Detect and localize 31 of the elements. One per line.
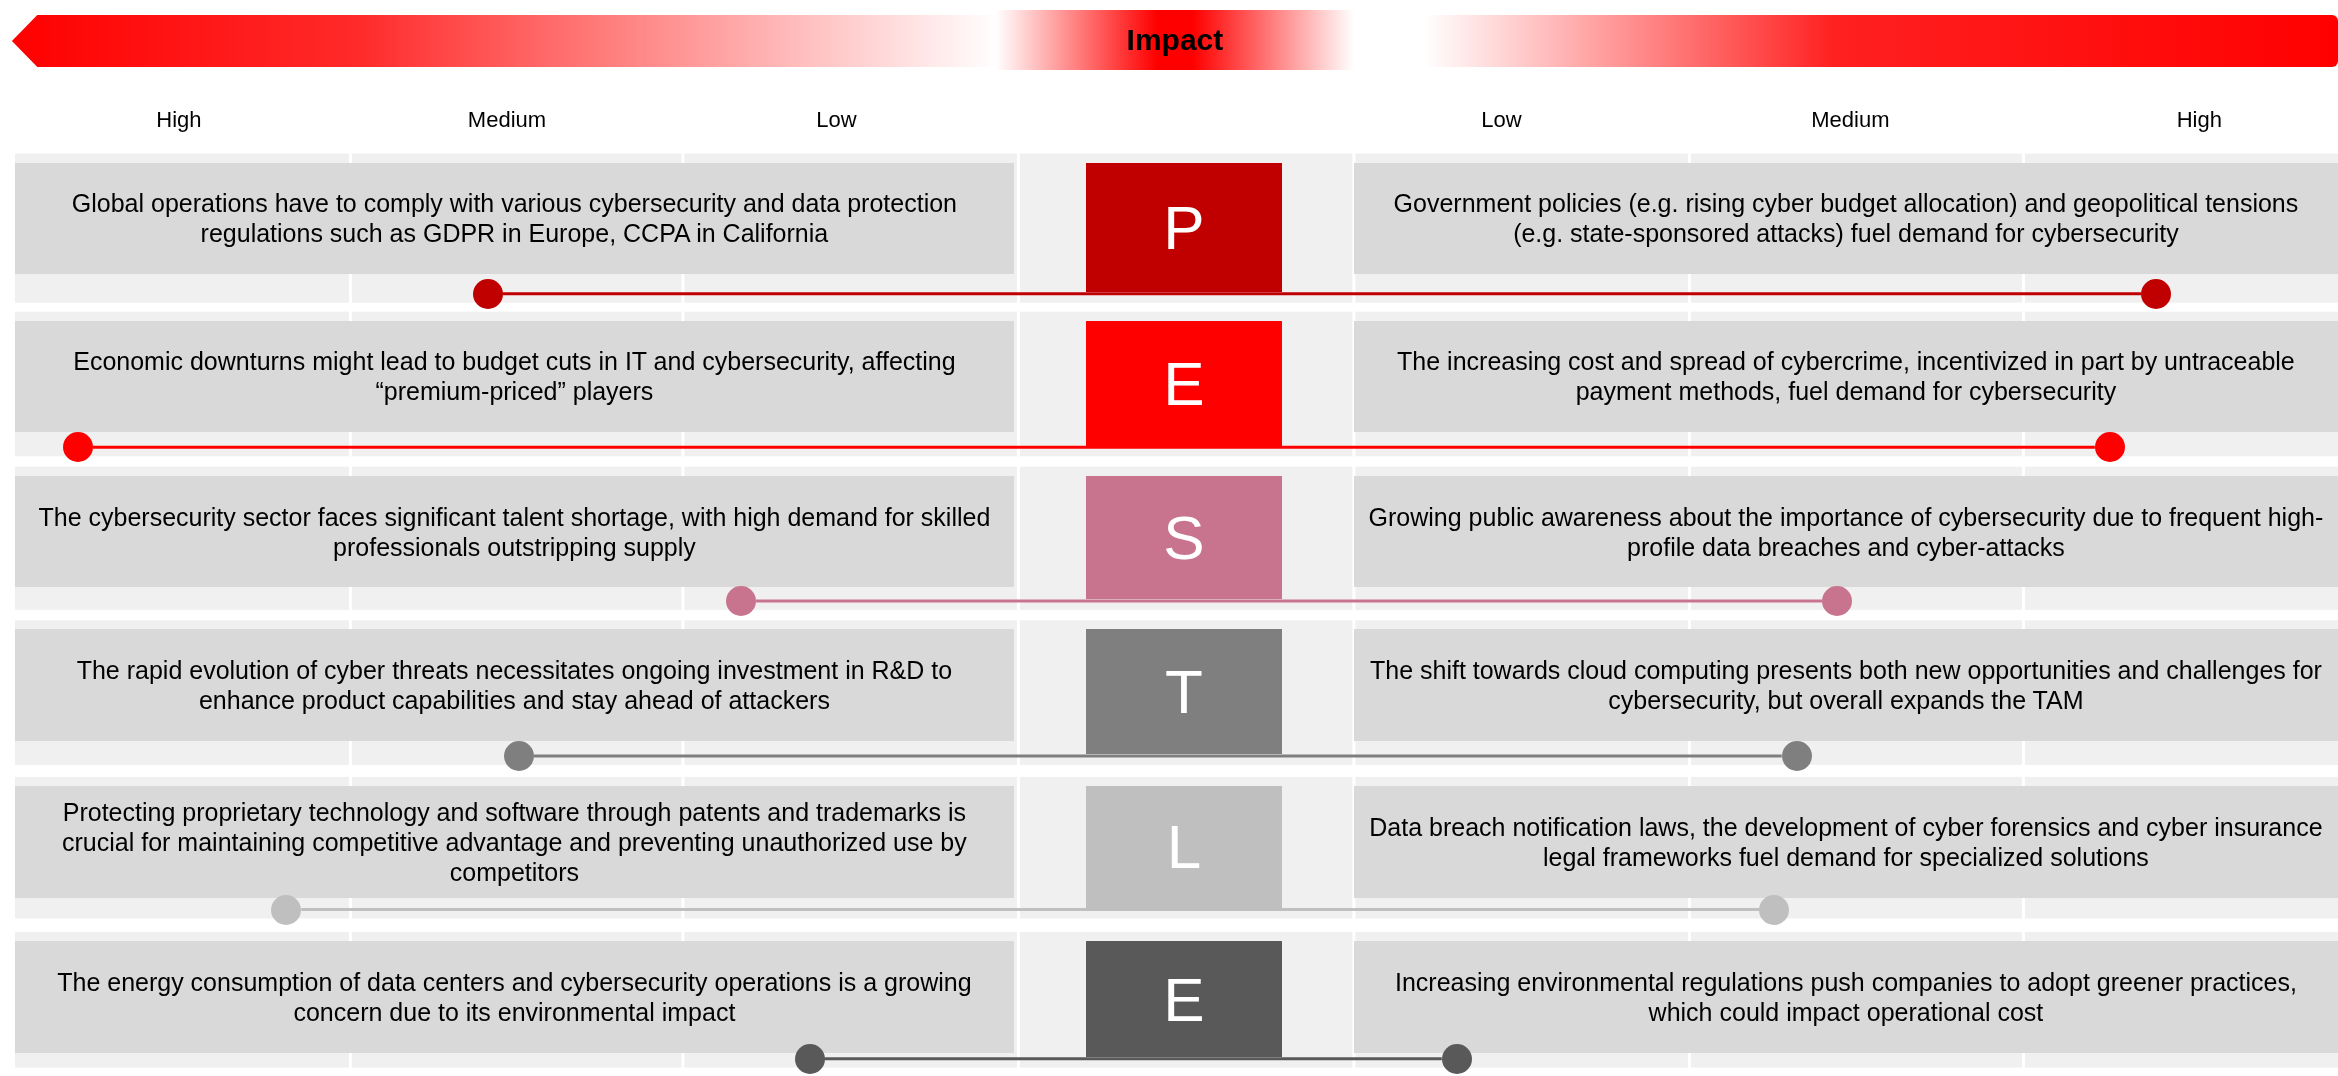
- connector-line: [301, 908, 1760, 912]
- text-box: Protecting proprietary technology and software through patents and trademarks is crucial for maintaining competitive advantage and preventing unauthorized use by competitors: [14, 785, 1014, 898]
- text-box: Growing public awareness about the importance of cybersecurity due to frequent high-profile data breaches and cyber-attacks: [1353, 475, 2338, 588]
- connector-line: [502, 292, 2142, 296]
- impact-header: Impact: [996, 10, 1354, 71]
- text-box: The energy consumption of data centers and cybersecurity operations is a growing concern due to its environmental impact: [14, 940, 1014, 1053]
- impact-level-label: Medium: [1811, 107, 1890, 134]
- impact-level-label: High: [2176, 107, 2222, 134]
- connector-line: [824, 1057, 1442, 1061]
- text-box: Increasing environmental regulations push companies to adopt greener practices, which could impact operational cost: [1353, 940, 2338, 1053]
- text-box: Economic downturns might lead to budget cuts in IT and cybersecurity, affecting “premium-priced” players: [14, 320, 1014, 433]
- text-box: Global operations have to comply with various cybersecurity and data protection regulations such as GDPR in Europe, CCPA in California: [14, 162, 1014, 275]
- text-box: The shift towards cloud computing presents both new opportunities and challenges for cybersecurity, but overall expands the TAM: [1353, 629, 2338, 742]
- impact-level-label: Medium: [467, 107, 547, 134]
- text-box: The cybersecurity sector faces significant talent shortage, with high demand for skilled professionals outstripping supply: [14, 475, 1014, 588]
- impact-level-label: Low: [816, 107, 857, 134]
- letter-box: E: [1085, 320, 1283, 446]
- connector-line: [92, 445, 2095, 449]
- text-box: Data breach notification laws, the development of cyber forensics and cyber insurance legal frameworks fuel demand for specialized solutions: [1353, 785, 2338, 898]
- impact-level-label: High: [156, 107, 202, 134]
- text-box: The rapid evolution of cyber threats necessitates ongoing investment in R&D to enhance product capabilities and stay ahead of attackers: [14, 629, 1014, 742]
- impact-level-label: Low: [1481, 107, 1522, 134]
- letter-box: L: [1085, 785, 1283, 909]
- letter-box: T: [1085, 629, 1283, 755]
- letter-box: E: [1085, 940, 1283, 1058]
- letter-box: P: [1085, 162, 1283, 293]
- letter-box: S: [1085, 475, 1283, 600]
- text-box: The increasing cost and spread of cybercrime, incentivized in part by untraceable payment methods, fuel demand for cybersecurity: [1353, 320, 2338, 433]
- connector-line: [756, 599, 1822, 603]
- connector-line: [533, 754, 1782, 758]
- text-box: Government policies (e.g. rising cyber budget allocation) and geopolitical tensions (e.g. state-sponsored attacks) fuel demand for cybersecurity: [1353, 162, 2338, 275]
